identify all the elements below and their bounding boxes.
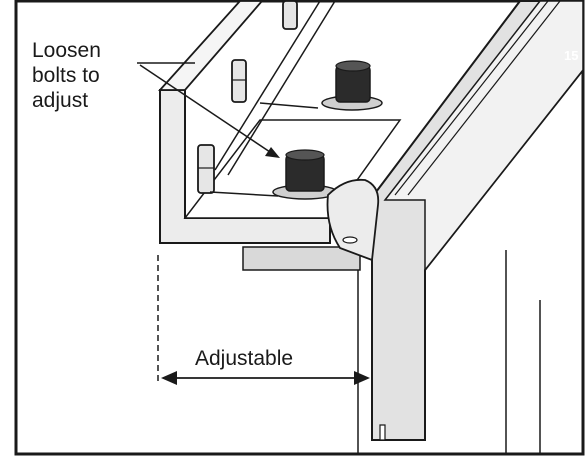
bracket-slot-line-2	[227, 0, 336, 176]
side-bolt-lower	[197, 144, 215, 194]
callout-line-2: bolts to	[32, 64, 100, 87]
side-bolt-top	[282, 0, 298, 30]
rail-bottom-notch	[379, 424, 386, 441]
step-badge-number: 15	[564, 48, 579, 63]
dimension-label: Adjustable	[195, 347, 294, 370]
side-bolt-upper	[231, 59, 247, 103]
lower-plate	[242, 246, 361, 271]
knob-bolt-lower	[209, 149, 338, 200]
callout-text: Loosen bolts to adjust	[32, 38, 101, 113]
dimension-arrow-right	[354, 371, 370, 385]
rail-groove-1	[394, 0, 549, 196]
callout-line-1: Loosen	[32, 39, 101, 62]
rail-hole	[342, 236, 358, 244]
callout-line-3: adjust	[32, 89, 89, 112]
rail-hook	[326, 178, 380, 262]
knob-bolt-upper	[259, 60, 383, 111]
dimension-arrow-left	[161, 371, 177, 385]
callout-arrowhead	[265, 147, 280, 158]
rail-face	[383, 0, 584, 273]
rail-groove-2	[407, 0, 561, 196]
callout-leader-diagonal	[139, 64, 271, 153]
bracket-slot-line	[214, 0, 321, 171]
